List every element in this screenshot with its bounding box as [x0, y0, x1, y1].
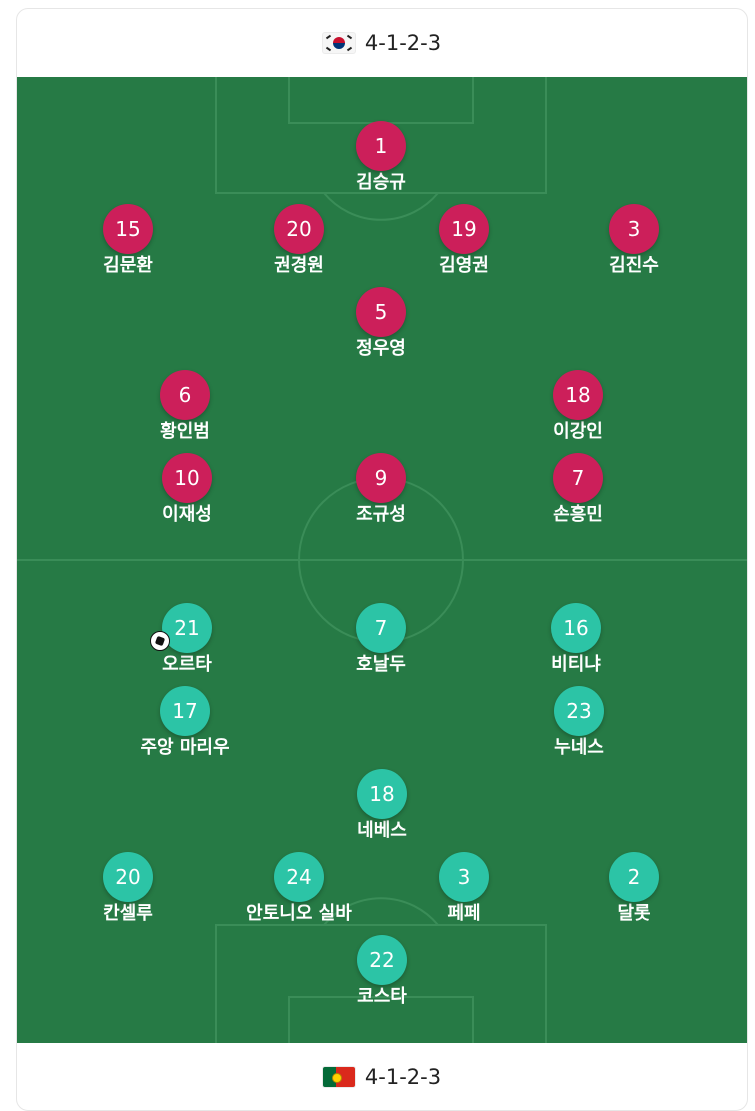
player-name: 김진수	[609, 255, 659, 276]
player-number-badge: 6	[160, 370, 210, 420]
south-korea-flag-icon	[322, 33, 355, 53]
player-number-badge: 2	[609, 852, 659, 902]
portugal-flag-icon	[322, 1067, 355, 1087]
player-number-badge: 16	[551, 603, 601, 653]
player-name: 정우영	[356, 338, 406, 359]
player-number-badge: 10	[162, 453, 212, 503]
player-number-badge: 20	[274, 204, 324, 254]
player-name: 이재성	[162, 504, 212, 525]
player-name: 황인범	[160, 421, 210, 442]
player-number-badge: 23	[554, 686, 604, 736]
player-name: 조규성	[356, 504, 406, 525]
player-name: 네베스	[357, 820, 407, 841]
player-number-badge: 1	[356, 121, 406, 171]
player-name: 달롯	[617, 903, 651, 924]
player-number-badge: 19	[439, 204, 489, 254]
player-number-badge: 7	[356, 603, 406, 653]
player-name: 누네스	[554, 737, 604, 758]
player-number-badge: 22	[357, 935, 407, 985]
player-number-badge: 15	[103, 204, 153, 254]
away-formation: 4-1-2-3	[364, 1065, 442, 1089]
player-name: 김문환	[103, 255, 153, 276]
player-number-badge: 5	[356, 287, 406, 337]
player-name: 김영권	[439, 255, 489, 276]
player-name: 페페	[447, 903, 481, 924]
player-number-badge: 24	[274, 852, 324, 902]
away-team-header: 4-1-2-3	[17, 1043, 747, 1110]
player-number-badge: 18	[357, 769, 407, 819]
player-name: 이강인	[553, 421, 603, 442]
soccer-ball-icon	[150, 631, 170, 651]
player-name: 안토니오 실바	[246, 903, 352, 924]
player-name: 권경원	[274, 255, 324, 276]
player-number-badge: 18	[553, 370, 603, 420]
player-number-badge: 20	[103, 852, 153, 902]
player-name: 코스타	[357, 986, 407, 1007]
player-name: 호날두	[356, 654, 406, 675]
player-name: 김승규	[356, 172, 406, 193]
player-number-badge: 21	[150, 603, 212, 653]
player-number-badge: 17	[160, 686, 210, 736]
home-team-header: 4-1-2-3	[17, 9, 747, 77]
player-number-badge: 3	[439, 852, 489, 902]
player-name: 비티냐	[551, 654, 601, 675]
player-number-badge: 9	[356, 453, 406, 503]
home-formation: 4-1-2-3	[364, 31, 442, 55]
player-name: 오르타	[162, 654, 212, 675]
player-name: 손흥민	[553, 504, 603, 525]
player-name: 칸셀루	[103, 903, 153, 924]
player-number-badge: 7	[553, 453, 603, 503]
player-number-badge: 3	[609, 204, 659, 254]
player-name: 주앙 마리우	[140, 737, 230, 758]
